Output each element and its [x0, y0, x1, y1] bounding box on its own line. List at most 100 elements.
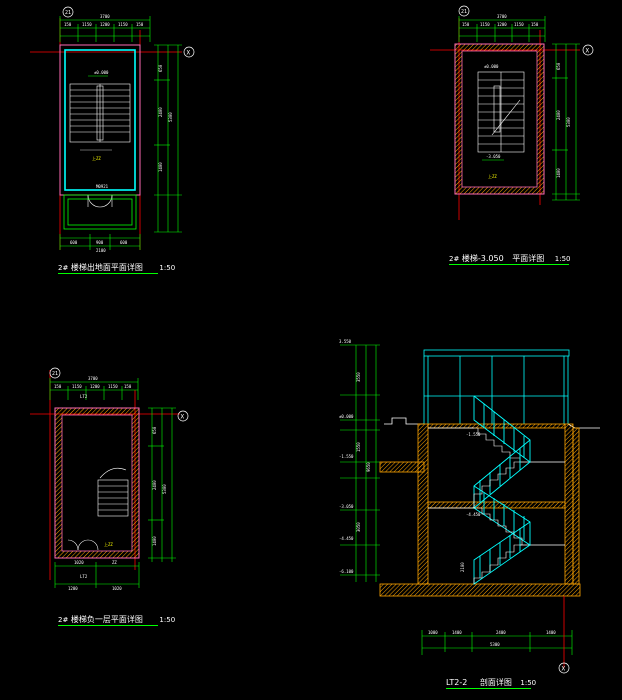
svg-text:150: 150: [531, 22, 539, 27]
svg-text:2400: 2400: [152, 480, 157, 490]
svg-text:1020: 1020: [112, 586, 122, 591]
plan-2-inner-room: [461, 50, 538, 188]
caption-section: LT2-2 剖面详图 1:50: [446, 677, 536, 688]
plan-3-doors: [67, 539, 99, 551]
section-canopy-frame: [423, 349, 570, 424]
plan-2-stair-flights: [477, 71, 525, 153]
plan-2-top-dimensions: [458, 16, 546, 42]
svg-text:上ZZ: 上ZZ: [488, 173, 497, 179]
svg-text:5300: 5300: [566, 117, 571, 127]
caption-plan-2-scale: 1:50: [554, 255, 571, 263]
svg-text:上ZZ: 上ZZ: [92, 155, 101, 161]
svg-text:±0.000: ±0.000: [94, 70, 109, 75]
svg-text:1400: 1400: [556, 168, 561, 178]
svg-text:X: X: [181, 414, 185, 421]
svg-text:1200: 1200: [68, 586, 78, 591]
svg-text:1200: 1200: [90, 384, 100, 389]
svg-text:1400: 1400: [546, 630, 556, 635]
plan-1-right-dim-text: 650 2400 5300 1400: [158, 64, 173, 172]
caption-plan-1: 2# 楼梯出地面平面详图 1:50: [58, 262, 175, 273]
plan-3-grid-bubble-21: 21: [49, 367, 61, 379]
svg-text:3050: 3050: [356, 522, 361, 532]
plan-3-bottom-dimensions: [54, 562, 140, 588]
section-steps-3: [474, 507, 523, 545]
plan-2-annotations: -3.050 上ZZ ±0.000: [482, 64, 504, 179]
plan-3-top-dimensions: [49, 378, 139, 400]
caption-plan-2-underline: [449, 264, 569, 265]
svg-text:1150: 1150: [118, 22, 128, 27]
svg-text:5300: 5300: [162, 484, 167, 494]
section-stair-flight-4: [473, 521, 531, 585]
caption-plan-3-scale: 1:50: [159, 616, 176, 624]
svg-text:X: X: [187, 50, 191, 57]
plan-1-inner-wall: [64, 49, 136, 191]
svg-text:X: X: [562, 666, 566, 673]
plan-3-annotation: 上ZZ: [104, 541, 113, 547]
svg-text:2400: 2400: [158, 107, 163, 117]
plan-1-grid-bubble-21: 21: [62, 6, 74, 18]
section-stair-flight-1: [473, 395, 531, 463]
svg-text:1200: 1200: [100, 22, 110, 27]
plan-1-grid-bubble-x: X: [183, 46, 195, 58]
svg-text:21: 21: [65, 10, 71, 16]
svg-text:2100: 2100: [96, 248, 106, 253]
caption-section-prefix: LT2-2: [446, 678, 468, 687]
svg-text:-3.050: -3.050: [486, 154, 501, 159]
plan-1-annotations: ±0.000 上ZZ M0921: [80, 70, 112, 189]
svg-text:9650: 9650: [366, 462, 371, 472]
svg-text:3700: 3700: [497, 14, 507, 19]
caption-plan-2-title: 楼梯-3.050: [461, 254, 504, 263]
plan-3-right-dim-text: 650 2400 5300 1400: [152, 426, 167, 546]
svg-text:LT2: LT2: [80, 574, 88, 579]
svg-text:900: 900: [96, 240, 104, 245]
section-landings: [428, 427, 565, 546]
section-steps-4: [473, 544, 522, 584]
svg-text:150: 150: [64, 22, 72, 27]
caption-plan-3-prefix: 2#: [58, 616, 69, 624]
svg-text:±0.000: ±0.000: [484, 64, 499, 69]
section-lt2-2: 3.550 ±0.000 -1.550 -3.050 -4.450 -6.100…: [339, 339, 600, 674]
svg-text:2400: 2400: [556, 110, 561, 120]
svg-text:1150: 1150: [108, 384, 118, 389]
plan-1-right-dimensions: [154, 44, 182, 233]
svg-text:-4.450: -4.450: [339, 536, 354, 541]
svg-text:1150: 1150: [82, 22, 92, 27]
plan-1-entrance-doors: [87, 194, 113, 208]
svg-text:3.550: 3.550: [339, 339, 352, 344]
svg-text:-1.550: -1.550: [466, 432, 481, 437]
svg-text:3550: 3550: [356, 372, 361, 382]
svg-text:M0921: M0921: [96, 184, 109, 189]
svg-text:±0.000: ±0.000: [339, 414, 354, 419]
caption-plan-2-prefix: 2#: [449, 255, 460, 263]
section-left-dimensions: [340, 344, 380, 582]
plan-2-right-dimensions: [552, 43, 580, 201]
section-left-dim-text: 3.550 ±0.000 -1.550 -3.050 -4.450 -6.100…: [339, 339, 371, 574]
plan-3-grid-bubble-x: X: [177, 410, 189, 422]
plan-1-entrance-walls: [63, 194, 137, 230]
svg-text:650: 650: [556, 62, 561, 70]
svg-text:1150: 1150: [72, 384, 82, 389]
svg-text:600: 600: [120, 240, 128, 245]
plan-3-label-top: LT2: [80, 394, 88, 399]
svg-text:21: 21: [461, 9, 467, 15]
caption-section-underline: [446, 688, 531, 689]
svg-text:-3.050: -3.050: [339, 504, 354, 509]
svg-text:1150: 1150: [480, 22, 490, 27]
svg-text:150: 150: [54, 384, 62, 389]
svg-text:-4.450: -4.450: [466, 512, 481, 517]
caption-plan-1-title: 楼梯出地面平面详图: [70, 263, 143, 272]
plan-1-bottom-dimensions: [59, 234, 141, 250]
section-bottom-dimensions: [421, 630, 573, 655]
svg-text:650: 650: [158, 64, 163, 72]
section-structure: [379, 423, 581, 597]
svg-text:600: 600: [70, 240, 78, 245]
svg-text:1020: 1020: [74, 560, 84, 565]
plan-1-stair-flights: [69, 83, 131, 143]
